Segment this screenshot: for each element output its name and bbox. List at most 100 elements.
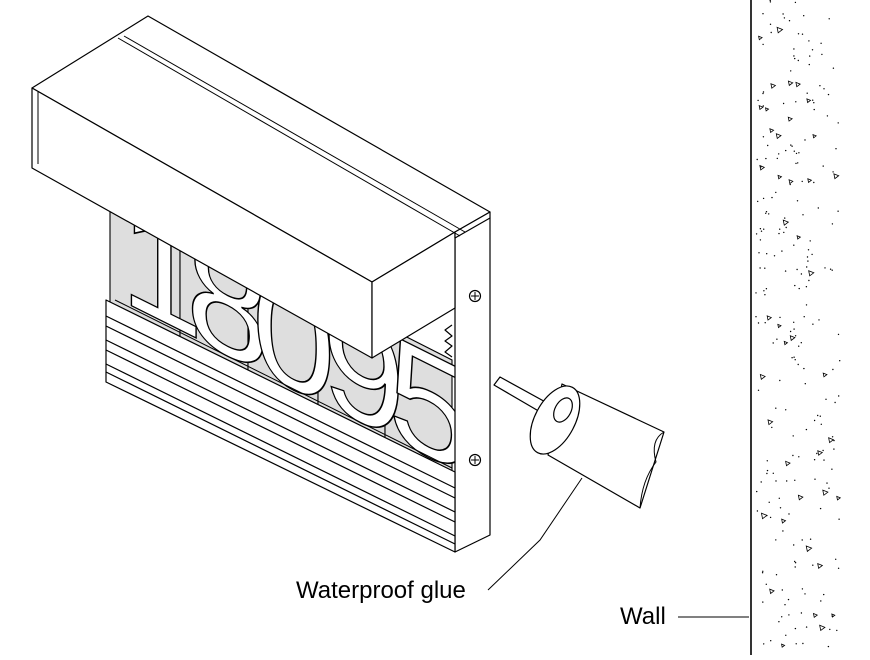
wall-speck bbox=[757, 322, 760, 324]
wall-speck bbox=[764, 294, 766, 296]
wall-speck bbox=[763, 228, 765, 230]
wall-speck bbox=[757, 389, 760, 391]
wall-speck bbox=[769, 0, 771, 2]
wall-aggregate bbox=[787, 80, 794, 87]
wall-speck bbox=[795, 162, 797, 165]
wall-speck bbox=[805, 286, 808, 288]
wall-speck bbox=[797, 59, 799, 62]
wall-speck bbox=[765, 583, 767, 585]
wall-speck bbox=[779, 228, 781, 230]
glue-leader-line bbox=[487, 477, 583, 591]
wall-speck bbox=[762, 105, 764, 107]
wall-speck bbox=[809, 55, 811, 57]
wall-speck bbox=[793, 321, 795, 323]
wall-speck bbox=[769, 1, 772, 3]
wall-speck bbox=[831, 468, 833, 470]
wall-aggregate bbox=[805, 545, 813, 553]
wall-aggregate bbox=[760, 512, 768, 520]
wall-speck bbox=[786, 480, 788, 482]
wall-aggregate bbox=[758, 35, 763, 41]
wall-speck bbox=[772, 342, 774, 344]
wall-speck bbox=[805, 304, 808, 306]
wall-speck bbox=[783, 231, 785, 234]
wall-speck bbox=[819, 85, 821, 87]
wall-speck bbox=[759, 267, 761, 269]
wall-speck bbox=[755, 316, 757, 318]
wall-speck bbox=[757, 99, 759, 102]
wall-speck bbox=[788, 20, 791, 22]
wall-speck bbox=[785, 634, 787, 636]
wall-speck bbox=[775, 539, 777, 541]
glue-tube-icon bbox=[493, 376, 665, 509]
wall-speck bbox=[791, 145, 793, 147]
wall-aggregate bbox=[770, 83, 777, 89]
wall-speck bbox=[811, 253, 813, 256]
wall-speck bbox=[805, 428, 808, 431]
wall-speck bbox=[813, 181, 815, 184]
wall-speck bbox=[764, 322, 766, 324]
wall-aggregate bbox=[817, 450, 824, 456]
wall-speck bbox=[811, 49, 814, 51]
wall-aggregate bbox=[812, 133, 817, 139]
wall-speck bbox=[769, 23, 772, 25]
wall-speck bbox=[762, 136, 765, 138]
wall-speck bbox=[812, 564, 814, 566]
wall-speck bbox=[793, 150, 795, 152]
wall-speck bbox=[800, 612, 803, 614]
wall-speck bbox=[760, 481, 762, 483]
wall-speck bbox=[782, 530, 784, 532]
wall-aggregate bbox=[783, 340, 789, 346]
wall-speck bbox=[837, 122, 839, 124]
wall-speck bbox=[831, 223, 834, 225]
wall-speck bbox=[798, 152, 800, 154]
wall-speck bbox=[763, 290, 765, 292]
wall-speck bbox=[779, 507, 782, 509]
wall-aggregate bbox=[797, 494, 804, 501]
wall-speck bbox=[823, 459, 825, 461]
wall-speck bbox=[778, 497, 780, 499]
wall-speck bbox=[756, 158, 758, 161]
wall-speck bbox=[808, 279, 810, 282]
wall-speck bbox=[766, 460, 768, 462]
wall-aggregate bbox=[788, 179, 794, 185]
wall-speck bbox=[767, 144, 769, 147]
wall-aggregate bbox=[806, 98, 812, 104]
wall-speck bbox=[778, 153, 780, 155]
wall-speck bbox=[760, 230, 763, 232]
wall-speck bbox=[785, 226, 787, 229]
wall-speck bbox=[794, 566, 796, 568]
wall-speck bbox=[798, 345, 800, 347]
wall-speck bbox=[794, 335, 797, 337]
wall-speck bbox=[817, 207, 819, 209]
wall-speck bbox=[771, 426, 773, 429]
wall-speck bbox=[813, 419, 816, 422]
wall-speck bbox=[757, 200, 759, 203]
wall-speck bbox=[819, 415, 821, 417]
wall-speck bbox=[795, 152, 798, 155]
screw-icon bbox=[468, 453, 482, 467]
wall-aggregate bbox=[777, 323, 782, 329]
wall-speck bbox=[804, 593, 806, 595]
wall-speck bbox=[813, 459, 816, 461]
wall-speck bbox=[771, 196, 773, 199]
wall-speck bbox=[805, 626, 808, 628]
wall-speck bbox=[836, 629, 838, 632]
wall-aggregate bbox=[819, 624, 826, 632]
wall-aggregate bbox=[795, 81, 801, 88]
wall-speck bbox=[768, 501, 770, 503]
wall-speck bbox=[832, 171, 834, 173]
wall-speck bbox=[794, 359, 796, 361]
wall-speck bbox=[819, 507, 822, 510]
wall-aggregate bbox=[787, 116, 793, 122]
wall-speck bbox=[781, 616, 783, 618]
wall-speck bbox=[837, 567, 840, 569]
wall-speck bbox=[793, 544, 795, 546]
wall-speck bbox=[775, 574, 778, 576]
wall-speck bbox=[769, 516, 772, 519]
wall-speck bbox=[824, 267, 826, 269]
wall-speck bbox=[828, 487, 830, 489]
wall-speck bbox=[782, 13, 784, 15]
wall-speck bbox=[822, 449, 824, 452]
wall-aggregate bbox=[775, 133, 782, 140]
